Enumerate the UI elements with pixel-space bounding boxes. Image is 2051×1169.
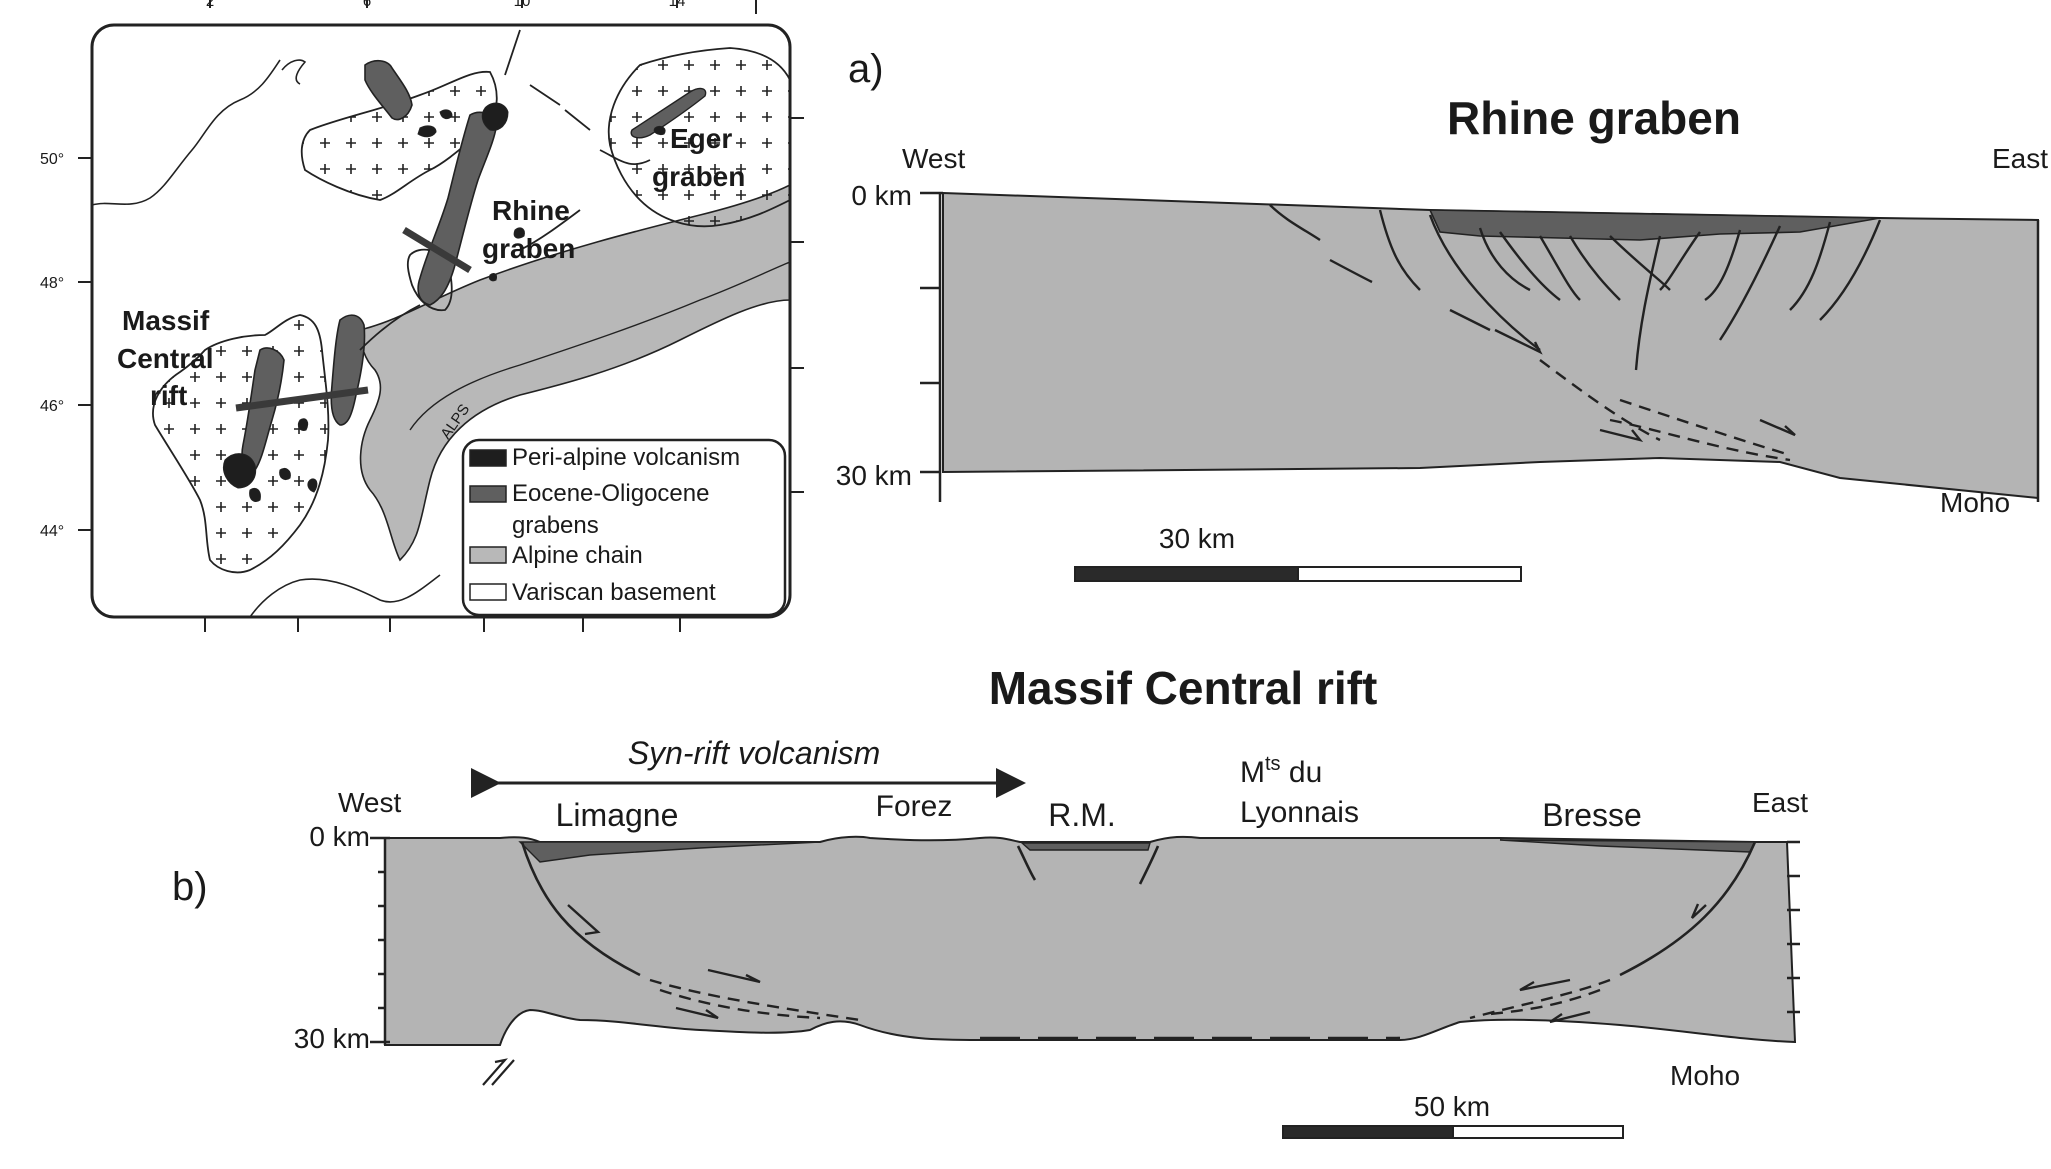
volcanism-patches bbox=[223, 102, 666, 503]
rhine-depth-bottom: 30 km bbox=[836, 460, 912, 491]
massif-central-section-line bbox=[235, 386, 369, 412]
massif-depth-top: 0 km bbox=[309, 821, 370, 852]
massif-border-faults bbox=[520, 841, 1757, 977]
place-limagne: Limagne bbox=[556, 797, 679, 833]
legend-label-grabens-2: grabens bbox=[512, 512, 599, 539]
rhine-shear-arrows bbox=[1449, 308, 1796, 443]
rhine-moho-label: Moho bbox=[1940, 487, 2010, 518]
place-forez: Forez bbox=[876, 790, 953, 823]
limagne-sediment bbox=[518, 841, 821, 863]
place-lyonnais: Lyonnais bbox=[1240, 796, 1359, 829]
massif-detachments-dashed bbox=[649, 978, 1611, 1022]
eger-label-line2: graben bbox=[652, 161, 745, 192]
legend-label-alpine: Alpine chain bbox=[512, 542, 643, 569]
bresse-graben-fill bbox=[330, 314, 366, 426]
massif-west-label: West bbox=[338, 787, 401, 818]
place-mts-rest: du bbox=[1281, 756, 1323, 789]
rhine-section-title: Rhine graben bbox=[1447, 92, 1741, 144]
massif-label-line2: Central bbox=[117, 343, 213, 374]
lon-tick-6: 6 bbox=[363, 0, 371, 10]
syn-rift-volcanism-label: Syn-rift volcanism bbox=[628, 735, 881, 771]
rm-sediment bbox=[1020, 842, 1151, 851]
section-a-rhine: a) Rhine graben West East 0 km 30 km bbox=[836, 47, 2048, 582]
map-top-ticks bbox=[209, 0, 757, 14]
massif-moho-label: Moho bbox=[1670, 1060, 1740, 1091]
massif-scale-bar bbox=[1282, 1125, 1624, 1139]
rhine-scale-bar bbox=[1074, 566, 1522, 582]
rhine-depth-top: 0 km bbox=[851, 180, 912, 211]
massif-depth-bottom: 30 km bbox=[294, 1023, 370, 1054]
lower-rhine-graben bbox=[364, 59, 413, 121]
massif-depth-axis bbox=[370, 836, 1800, 1045]
coastline bbox=[92, 59, 307, 206]
variscan-bohemian bbox=[607, 47, 790, 228]
map-legend: Peri-alpine volcanism Eocene-Oligocene g… bbox=[461, 438, 787, 617]
section-b-massif-central: Massif Central rift Syn-rift volcanism b… bbox=[172, 662, 1808, 1139]
map-right-ticks bbox=[790, 117, 804, 493]
coastline-south bbox=[249, 574, 441, 617]
legend-label-grabens: Eocene-Oligocene bbox=[512, 480, 709, 507]
map-left-ticks bbox=[78, 157, 92, 531]
lat-tick-46: 46° bbox=[40, 398, 64, 415]
fault-lines bbox=[359, 29, 651, 351]
rhine-west-label: West bbox=[902, 143, 965, 174]
massif-shear-arrows bbox=[567, 903, 1707, 1024]
rhine-label-line1: Rhine bbox=[492, 195, 570, 226]
legend-swatch-grabens bbox=[469, 485, 507, 503]
lon-tick-14: 14 bbox=[669, 0, 686, 10]
massif-scale-label: 50 km bbox=[1414, 1091, 1490, 1122]
alps-inner-boundary bbox=[409, 261, 790, 431]
rhine-graben-sediment bbox=[1428, 209, 1881, 241]
eger-graben-label: Eger graben bbox=[652, 123, 745, 192]
eger-graben-fill bbox=[630, 87, 707, 139]
rhine-label-line2: graben bbox=[482, 233, 575, 264]
rhine-scale-label: 30 km bbox=[1159, 523, 1235, 554]
rhine-faults bbox=[1269, 204, 1882, 371]
legend-label-variscan: Variscan basement bbox=[512, 579, 716, 606]
mantle-upwelling-arrow bbox=[482, 1058, 515, 1086]
rhine-depth-axis bbox=[920, 191, 2040, 502]
massif-crust bbox=[384, 835, 1797, 1046]
place-bresse: Bresse bbox=[1542, 797, 1642, 833]
massif-section-title: Massif Central rift bbox=[989, 662, 1378, 714]
massif-label-line1: Massif bbox=[122, 305, 210, 336]
lat-tick-48: 48° bbox=[40, 275, 64, 292]
legend-swatch-alpine bbox=[469, 546, 507, 564]
panel-b-label: b) bbox=[172, 865, 208, 909]
rhine-detachment-dashed bbox=[1539, 359, 1791, 462]
rhine-east-label: East bbox=[1992, 143, 2048, 174]
legend-box bbox=[461, 438, 787, 617]
map-frame bbox=[90, 23, 792, 619]
map-bottom-ticks bbox=[204, 617, 681, 632]
lon-tick-2: 2 bbox=[206, 0, 214, 10]
place-mts-du: Mts du bbox=[1240, 753, 1322, 789]
legend-label-volcanism: Peri-alpine volcanism bbox=[512, 444, 740, 471]
place-mts-main: M bbox=[1240, 756, 1265, 789]
variscan-massif-central bbox=[152, 314, 330, 574]
alpine-chain bbox=[359, 183, 790, 562]
bresse-sediment bbox=[1499, 839, 1757, 853]
rhine-crust bbox=[942, 191, 2039, 500]
place-rm: R.M. bbox=[1048, 797, 1116, 833]
limagne-graben-fill bbox=[241, 347, 285, 471]
lon-tick-10: 10 bbox=[514, 0, 531, 10]
location-map: 2 6 10 14 50° 48° 46° 44° bbox=[40, 0, 804, 632]
place-mts-sup: ts bbox=[1265, 753, 1281, 775]
panel-a-label: a) bbox=[848, 47, 884, 91]
rhine-graben-fill bbox=[417, 111, 498, 306]
legend-swatch-volcanism bbox=[469, 449, 507, 467]
lat-tick-44: 44° bbox=[40, 523, 64, 540]
lat-tick-50: 50° bbox=[40, 151, 64, 168]
rhine-graben-label: Rhine graben bbox=[482, 195, 575, 264]
massif-central-label: Massif Central rift bbox=[117, 305, 213, 411]
eger-label-line1: Eger bbox=[670, 123, 732, 154]
rhine-section-line bbox=[402, 227, 472, 273]
massif-label-line3: rift bbox=[150, 380, 187, 411]
massif-east-label: East bbox=[1752, 787, 1808, 818]
legend-swatch-variscan bbox=[469, 583, 507, 601]
